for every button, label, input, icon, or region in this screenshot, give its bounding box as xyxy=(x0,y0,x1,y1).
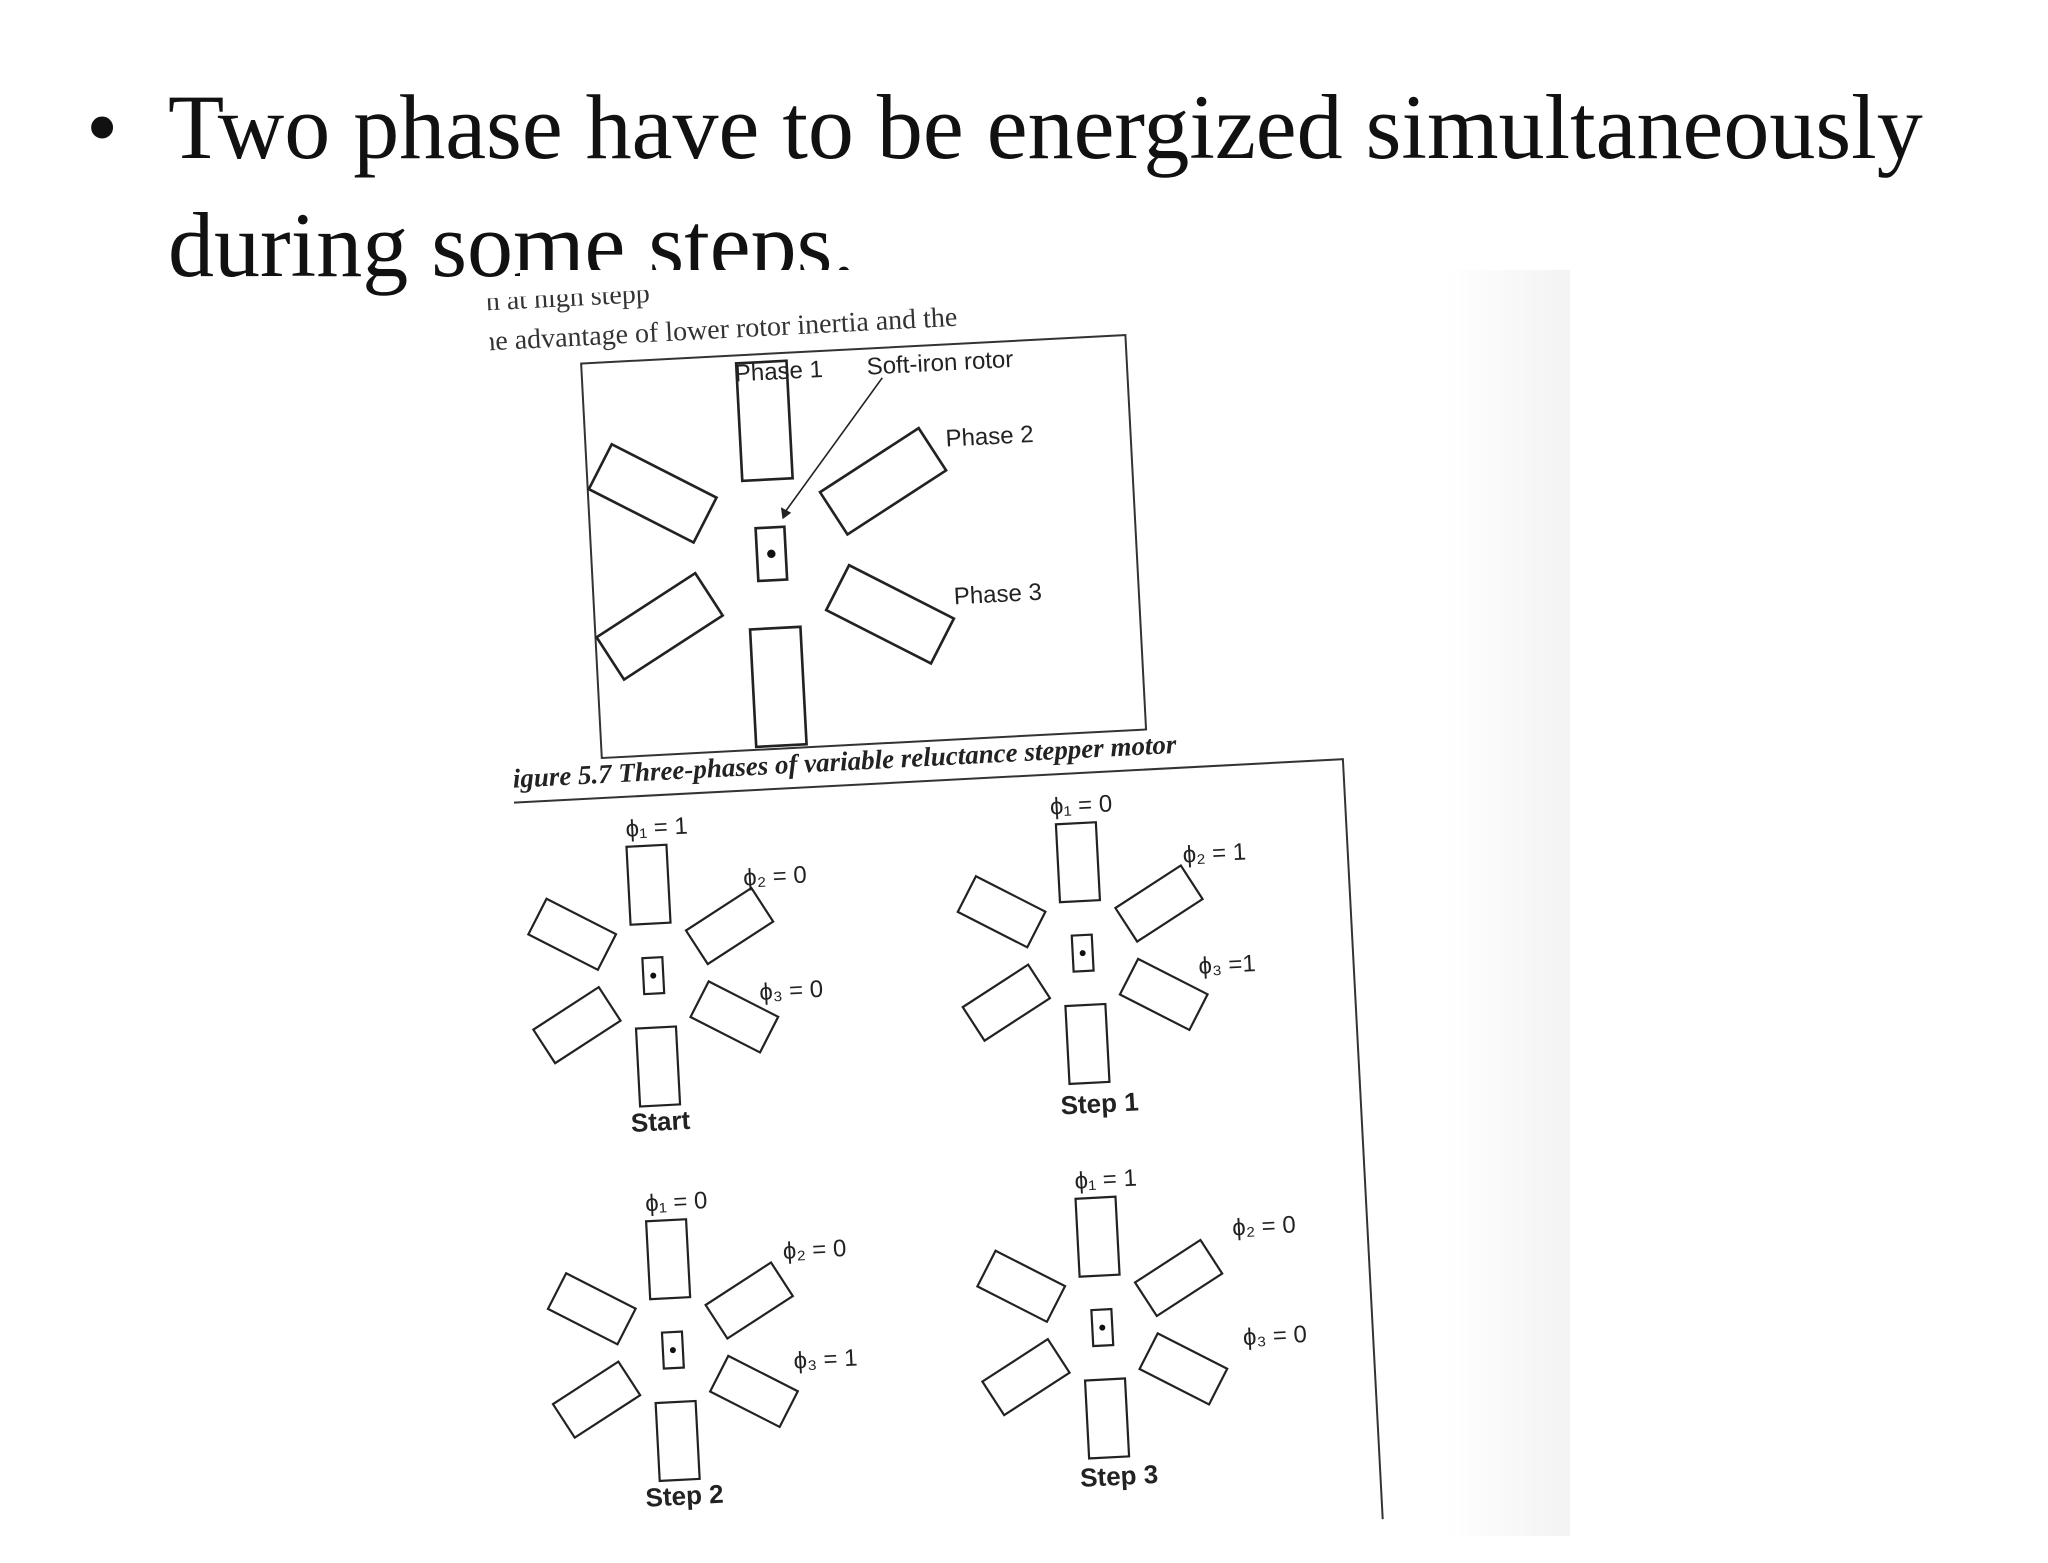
start-phi1: ϕ₁ = 1 xyxy=(625,813,689,843)
stator-step1 xyxy=(956,821,1210,1086)
step-3: ϕ₁ = 1 ϕ₂ = 0 ϕ₃ = 0 Step 3 xyxy=(975,1165,1308,1493)
top-pole-phase3-opposite xyxy=(587,442,719,545)
top-pole-phase1 xyxy=(734,359,795,483)
top-diagram: Phase 1 Soft-iron rotor Phase 2 Phase 3 xyxy=(580,333,1148,760)
step-2: ϕ₁ = 0 ϕ₂ = 0 ϕ₃ = 1 Step 2 xyxy=(546,1187,858,1513)
label-phase1: Phase 1 xyxy=(734,356,823,388)
top-pole-phase1-opposite xyxy=(748,625,808,749)
step1-phi1: ϕ₁ = 0 xyxy=(1049,790,1113,820)
start-phi3: ϕ₃ = 0 xyxy=(759,976,824,1006)
scanned-figure: f operation at high stepp °. It has the … xyxy=(488,270,1570,1563)
start-title: Start xyxy=(630,1105,691,1138)
step-1: ϕ₁ = 0 ϕ₂ = 1 ϕ₃ =1 Step 1 xyxy=(956,790,1257,1120)
top-rotor-pivot xyxy=(767,549,776,559)
top-stator xyxy=(587,359,956,749)
top-pole-phase3 xyxy=(824,563,956,666)
rotor-start xyxy=(641,955,666,996)
top-diagram-frame xyxy=(580,333,1148,760)
figure-caption: Figure 5.7 Three-phases of variable relu… xyxy=(493,729,1178,795)
step3-phi2: ϕ₂ = 0 xyxy=(1232,1211,1297,1241)
step3-phi3: ϕ₃ = 0 xyxy=(1242,1321,1307,1351)
rotor-step1 xyxy=(1070,933,1095,973)
figure-svg: f operation at high stepp °. It has the … xyxy=(488,278,1384,1563)
stator-step3 xyxy=(975,1195,1229,1460)
step2-phi1: ϕ₁ = 0 xyxy=(644,1187,708,1217)
steps-frame xyxy=(488,758,1384,1563)
step3-title: Step 3 xyxy=(1079,1459,1158,1493)
label-soft-iron-rotor: Soft-iron rotor xyxy=(866,346,1014,381)
step2-title: Step 2 xyxy=(645,1479,724,1513)
step-start: ϕ₁ = 1 ϕ₂ = 0 ϕ₃ = 0 Start xyxy=(526,813,824,1138)
label-phase3: Phase 3 xyxy=(953,579,1042,611)
top-rotor xyxy=(754,525,789,583)
top-pole-phase2-opposite xyxy=(594,571,725,682)
start-phi2: ϕ₂ = 0 xyxy=(743,861,808,891)
stator-step2 xyxy=(546,1218,800,1483)
stator-start xyxy=(526,843,780,1108)
rotor-step2 xyxy=(660,1330,685,1370)
label-phase2: Phase 2 xyxy=(945,421,1034,453)
rotor-step3 xyxy=(1090,1307,1115,1348)
step1-phi3: ϕ₃ =1 xyxy=(1198,950,1257,980)
step2-phi3: ϕ₃ = 1 xyxy=(793,1344,858,1374)
step1-phi2: ϕ₂ = 1 xyxy=(1182,838,1247,868)
rotor-pointer-arrow xyxy=(780,507,792,520)
step1-title: Step 1 xyxy=(1060,1086,1139,1120)
bullet-text: Two phase have to be energized simultane… xyxy=(168,76,1923,296)
step2-phi2: ϕ₂ = 0 xyxy=(782,1235,847,1265)
rotor-pointer-line xyxy=(783,377,883,514)
top-pole-phase2 xyxy=(818,426,948,537)
step3-phi1: ϕ₁ = 1 xyxy=(1074,1165,1138,1195)
bullet-dot: • xyxy=(86,76,119,178)
slide-bullet: • Two phase have to be energized simulta… xyxy=(86,68,1986,304)
